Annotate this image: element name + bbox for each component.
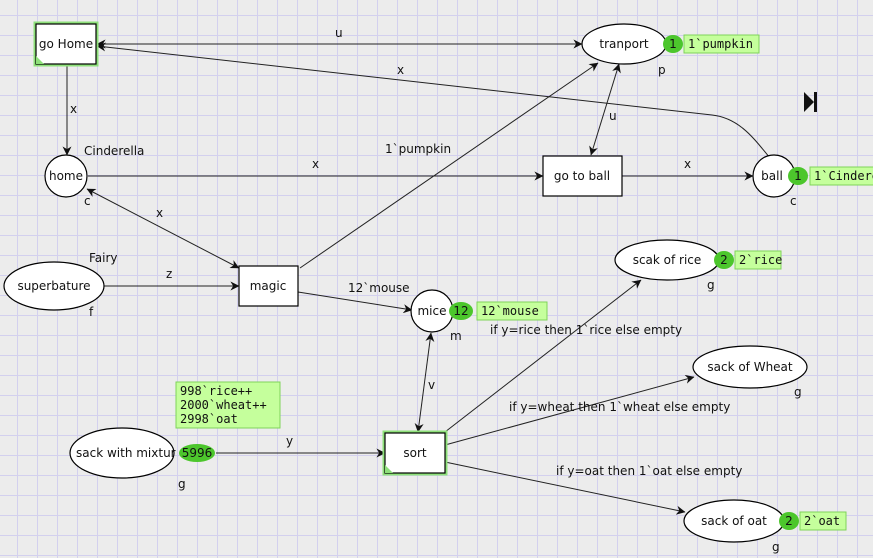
arc-label-home-magic[interactable]: x (156, 206, 163, 220)
token-count-badge (714, 251, 734, 269)
place-name: tranport (599, 37, 648, 51)
arc-magic-tranport[interactable] (299, 62, 599, 269)
transition-go-to-ball[interactable]: go to ball (542, 155, 623, 197)
place-name: scak of rice (633, 253, 702, 267)
marking-box (476, 301, 548, 321)
arc-label-magic-tranport[interactable]: 1`pumpkin (385, 142, 451, 156)
transition-name: sort (403, 446, 427, 460)
arc-label-gotoball-ball[interactable]: x (684, 157, 691, 171)
arc-label-gohome-home[interactable]: x (70, 102, 77, 116)
marking-text: 2`rice (739, 253, 782, 267)
place-type: g (772, 540, 780, 554)
place-name: sack of oat (701, 514, 767, 528)
arc-label-sort-wheat[interactable]: if y=wheat then 1`wheat else empty (509, 400, 730, 414)
token-count-badge (779, 512, 799, 530)
token-count-badge (788, 167, 808, 185)
place-name: ball (761, 169, 783, 183)
step-forward-icon[interactable] (804, 92, 817, 112)
token-count: 2 (785, 514, 793, 528)
place-type: f (89, 305, 94, 319)
marking-box (175, 381, 281, 429)
place-mice[interactable]: mice m 12 12`mouse (410, 289, 548, 343)
marking-line: 2000`wheat++ (180, 398, 267, 412)
place-type: c (84, 194, 91, 208)
arc-magic-mice[interactable] (297, 291, 413, 314)
arc-mice-sort[interactable] (414, 332, 435, 433)
arc-ball-gohome[interactable] (96, 42, 771, 159)
place-name: home (49, 169, 83, 183)
token-count-badge (449, 302, 473, 320)
token-count: 1 (669, 37, 677, 51)
place-label: Fairy (89, 251, 118, 265)
arc-label-home-gotoball[interactable]: x (312, 157, 319, 171)
marking-text: 1`pumpkin (688, 37, 753, 51)
marking-box (734, 250, 782, 270)
arc-sort-wheat[interactable] (444, 374, 695, 446)
transition-magic[interactable]: magic (238, 265, 299, 307)
arc-label-sort-rice[interactable]: if y=rice then 1`rice else empty (490, 323, 682, 337)
token-count: 2 (720, 253, 728, 267)
transition-sort[interactable]: sort (382, 430, 448, 476)
transition-go-home[interactable]: go Home (33, 21, 99, 67)
token-count: 1 (794, 169, 802, 183)
marking-box (683, 34, 760, 54)
arc-label-gohome-tranport[interactable]: u (335, 26, 343, 40)
marking-line: 2998`oat (180, 412, 238, 426)
place-name: sack with mixtur (76, 446, 176, 460)
transition-name: go Home (39, 37, 93, 51)
place-type: p (658, 63, 666, 77)
arc-label-mixture-sort[interactable]: y (286, 434, 293, 448)
place-type: g (794, 385, 802, 399)
place-tranport[interactable]: tranport p 1 1`pumpkin (581, 23, 760, 77)
place-superbature[interactable]: superbature Fairy f (3, 251, 118, 319)
arc-tranport-gotoball[interactable] (589, 63, 621, 156)
arc-label-mice-sort[interactable]: v (428, 378, 435, 392)
place-type: m (450, 329, 462, 343)
place-type: g (178, 477, 186, 491)
transition-name: go to ball (554, 169, 610, 183)
arc-home-magic[interactable] (86, 188, 240, 269)
transition-name: magic (250, 279, 287, 293)
place-sack-of-oat[interactable]: sack of oat g 2 2`oat (683, 499, 847, 554)
token-count-badge (663, 35, 683, 53)
arcs (62, 39, 771, 515)
marking-text: 2`oat (804, 514, 840, 528)
place-type: g (707, 278, 715, 292)
marking-line: 998`rice++ (180, 384, 252, 398)
place-home[interactable]: home Cinderella c (44, 144, 144, 208)
arc-label-sort-oat[interactable]: if y=oat then 1`oat else empty (556, 464, 742, 478)
marking-box (799, 511, 847, 531)
place-sack-of-wheat[interactable]: sack of Wheat g (692, 345, 808, 399)
arc-label-superbature-magic[interactable]: z (166, 267, 172, 281)
arc-sort-rice[interactable] (444, 279, 642, 433)
arc-inscriptions: u x x 1`pumpkin u x x x z 12`mouse v y i… (70, 26, 742, 478)
marking-text: 1`Cindere (814, 169, 873, 183)
place-label: Cinderella (84, 144, 144, 158)
place-name: superbature (17, 279, 90, 293)
marking-text: 12`mouse (481, 304, 539, 318)
token-count: 12 (453, 304, 468, 318)
arc-label-ball-gohome[interactable]: x (397, 63, 404, 77)
arc-label-magic-mice[interactable]: 12`mouse (348, 281, 410, 295)
token-count-badge (179, 444, 215, 462)
place-name: mice (417, 304, 446, 318)
arc-sort-oat[interactable] (444, 461, 686, 515)
token-count: 5996 (182, 446, 213, 460)
place-sack-of-rice[interactable]: scak of rice g 2 2`rice (614, 239, 782, 292)
marking-box (809, 166, 873, 186)
place-sack-with-mixture[interactable]: 998`rice++ 2000`wheat++ 2998`oat sack wi… (69, 381, 281, 491)
place-type: c (790, 194, 797, 208)
place-ball[interactable]: ball c 1 1`Cindere (752, 154, 873, 208)
place-name: sack of Wheat (707, 360, 793, 374)
arc-label-tranport-gotoball[interactable]: u (609, 109, 617, 123)
